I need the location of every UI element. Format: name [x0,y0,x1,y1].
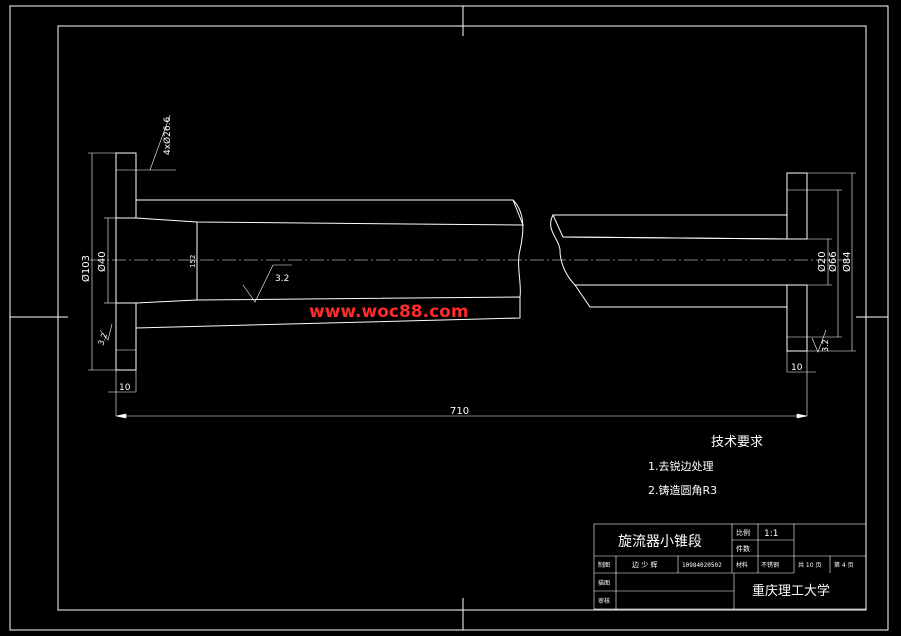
left-flange [115,152,137,371]
outer-border [9,5,889,631]
right-dimension-lines [786,172,856,416]
watermark-text: www.woc88.com [309,302,469,322]
dim-bolt-holes: 4xØ26.6 [162,117,173,155]
roughness-symbols [99,264,827,353]
requirement-item-1: 1.去锐边处理 [648,459,714,473]
material-label: 材料 [736,561,748,569]
drawn-label: 制图 [598,561,610,569]
school-name: 重庆理工大学 [752,583,830,599]
centering-marks [10,6,888,630]
quantity-label: 件数 [736,544,750,553]
requirement-item-2: 2.铸造圆角R3 [648,483,717,497]
dim-flange-thk-left: 10 [119,383,131,393]
dim-bore-dia-left: Ø40 [96,251,108,272]
tube-wall-right [550,214,788,308]
total-length-dimension [115,413,808,419]
design-label: 描图 [598,579,610,587]
dim-total-length: 710 [450,406,469,417]
left-dimension-lines [88,114,198,416]
sheet-total: 共 10 页 [798,561,821,569]
dim-taper-span: 152 [189,255,197,268]
dim-flange-dia-left: Ø103 [80,255,92,282]
dim-roughness-left: 3.2 [96,332,109,347]
part-name: 旋流器小锥段 [618,534,702,550]
dim-flange-dia-right-outer: Ø84 [841,251,853,272]
inner-frame [57,25,867,611]
dim-bore-dia-right: Ø20 [816,251,828,272]
scale-value: 1:1 [764,529,778,539]
right-flange [786,172,808,352]
title-block [593,523,867,610]
dim-roughness-right: 3.2 [821,339,830,352]
dim-roughness-main: 3.2 [275,274,289,284]
check-label: 审核 [598,597,610,605]
scale-label: 比例 [736,528,750,537]
drawn-id: 10984020502 [682,562,722,569]
drawn-name: 边 少 辉 [632,560,657,569]
material-value: 不锈钢 [761,561,779,569]
requirements-title: 技术要求 [711,435,763,450]
dim-flange-dia-right-inner: Ø66 [827,251,839,272]
sheet-no: 第 4 页 [834,561,854,569]
dim-flange-thk-right: 10 [791,363,803,373]
